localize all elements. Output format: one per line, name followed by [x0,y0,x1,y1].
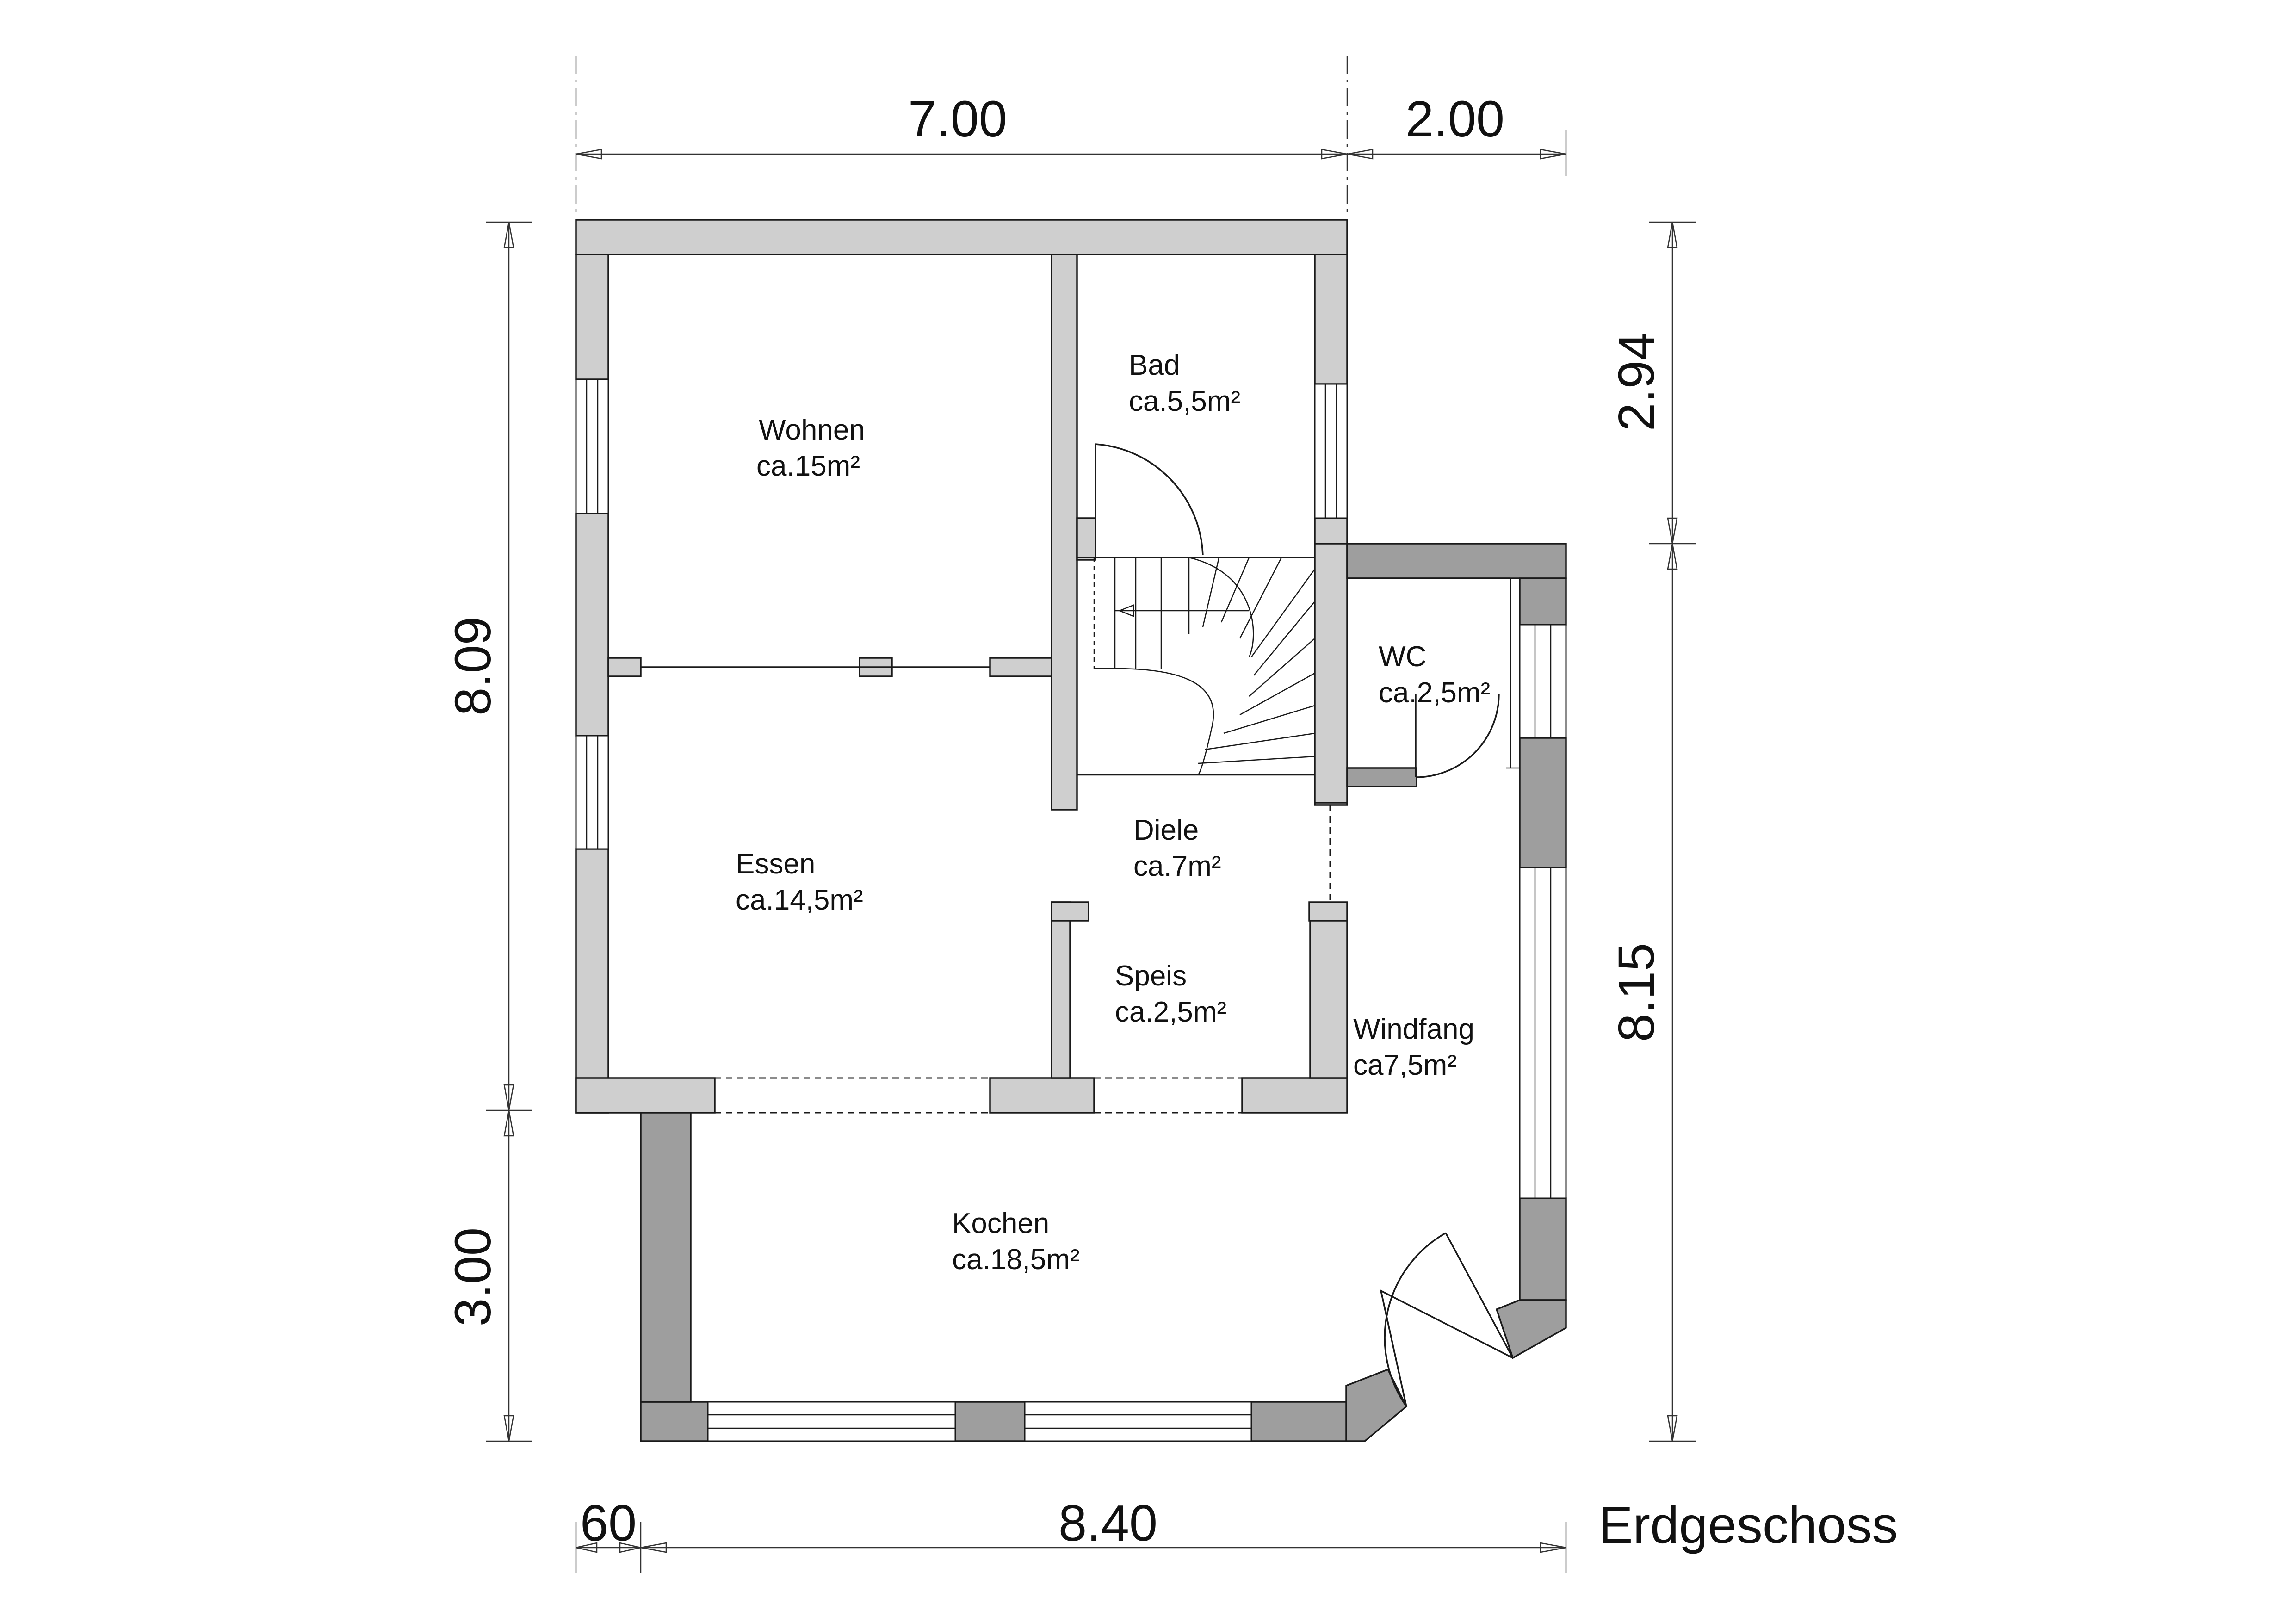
room-windfang-name: Windfang [1353,1013,1474,1045]
dim-top-main: 7.00 [908,91,1007,148]
dim-bottom-small: 60 [580,1495,637,1552]
dim-top-extra: 2.00 [1405,91,1504,148]
floor-title: Erdgeschoss [1598,1496,1898,1554]
room-bad-area: ca.5,5m² [1129,385,1240,417]
dim-left-lower: 3.00 [445,1227,501,1326]
room-essen-name: Essen [736,848,815,880]
room-kochen-name: Kochen [952,1208,1049,1239]
room-diele-area: ca.7m² [1133,850,1221,882]
dim-left-main: 8.09 [445,617,501,716]
dim-right-main: 8.15 [1608,943,1665,1042]
staircase [1076,557,1316,776]
room-diele-name: Diele [1133,814,1199,846]
room-windfang-area: ca7,5m² [1353,1049,1457,1081]
room-bad-name: Bad [1129,349,1180,381]
room-essen-area: ca.14,5m² [736,884,863,916]
room-speis-area: ca.2,5m² [1115,996,1226,1028]
doors [1095,443,1514,1407]
room-wc-name: WC [1379,641,1426,673]
room-speis-name: Speis [1115,960,1187,992]
new-walls [640,543,1567,1442]
existing-walls [575,219,1348,1114]
room-wc-area: ca.2,5m² [1379,677,1490,709]
dim-bottom-main: 8.40 [1058,1495,1157,1552]
windows [575,378,1567,1442]
dim-right-upper: 2.94 [1608,332,1665,431]
room-labels: Wohnen ca.15m² Bad ca.5,5m² WC ca.2,5m² … [736,349,1490,1276]
room-wohnen-area: ca.15m² [756,450,860,482]
dimension-lines [486,56,1696,1573]
room-wohnen-name: Wohnen [759,414,865,446]
room-kochen-area: ca.18,5m² [952,1244,1080,1276]
openings [715,805,1331,1114]
